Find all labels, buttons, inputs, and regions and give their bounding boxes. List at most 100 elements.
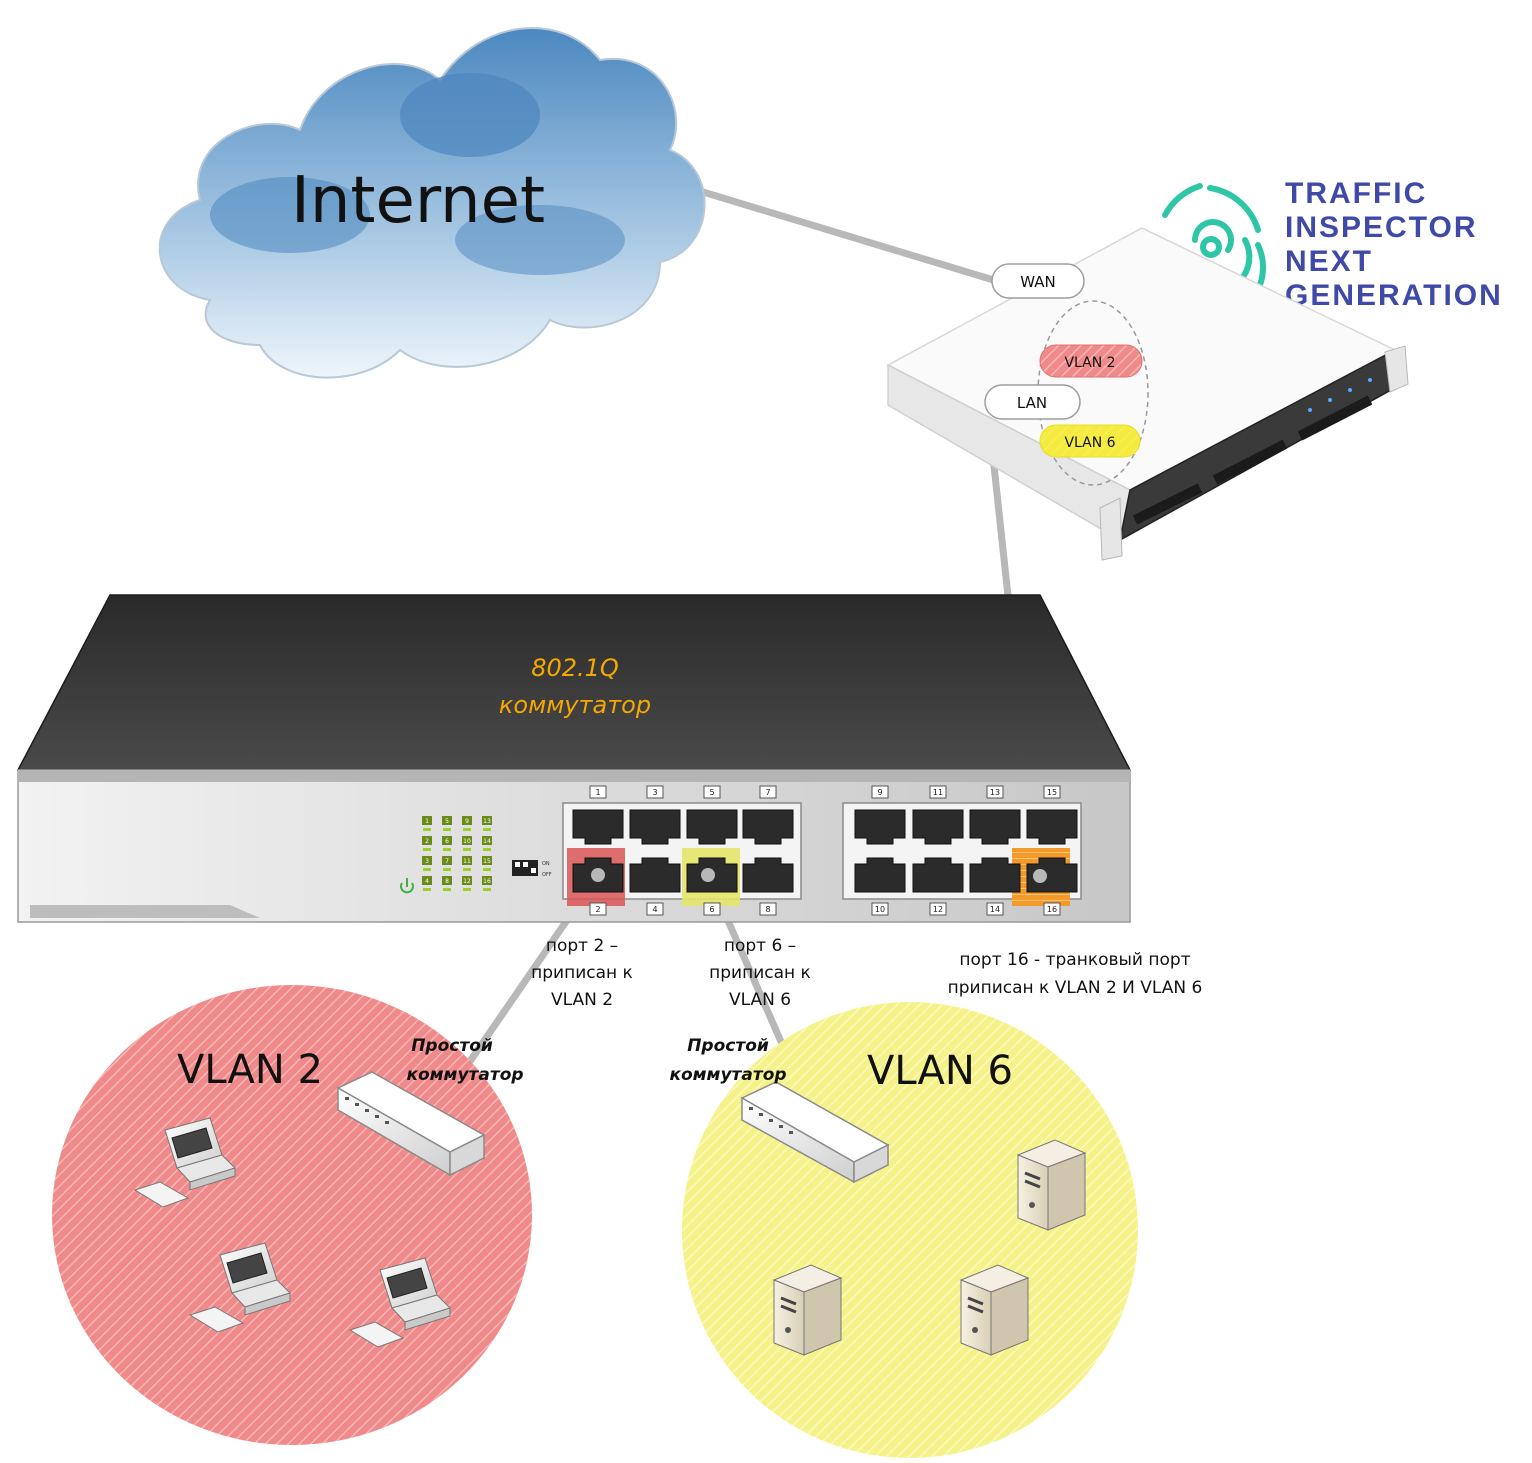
port2-note: порт 2 – приписан к VLAN 2 [531, 936, 633, 1010]
switch-port-number: 2 [595, 905, 600, 914]
switch-port-4: 4 [629, 857, 681, 916]
port-led-2: 2 [422, 836, 432, 851]
switch-port-number: 8 [765, 905, 770, 914]
workstation-icon [188, 1242, 291, 1333]
switch-port-number: 14 [990, 905, 1000, 914]
led-number: 5 [445, 818, 449, 825]
port16-note-line2: приписан к VLAN 2 И VLAN 6 [948, 978, 1203, 998]
appliance-rack-ear [1384, 345, 1409, 393]
port16-plug [1033, 869, 1047, 883]
switch-port-number: 10 [875, 905, 885, 914]
lan-port-badge: LAN [984, 384, 1081, 420]
port-led-12: 12 [462, 876, 472, 891]
switch-port-15: 15 [1026, 785, 1078, 845]
switch-title-line2: коммутатор [499, 691, 651, 719]
port-led-4: 4 [422, 876, 432, 891]
led-number: 1 [425, 818, 429, 825]
led-number: 3 [425, 858, 429, 865]
switch-port-3: 3 [629, 785, 681, 845]
led-number: 10 [463, 838, 471, 845]
wan-port-badge: WAN [991, 263, 1085, 299]
logo-line-4: GENERATION [1285, 279, 1503, 312]
port-led-14: 14 [482, 836, 492, 851]
led-number: 12 [463, 878, 471, 885]
server-icon [959, 1264, 1030, 1356]
vlan2-interface-badge: VLAN 2 [1039, 344, 1143, 378]
led-number: 6 [445, 838, 449, 845]
logo-line-2: INSPECTOR [1285, 211, 1477, 244]
port-led-15: 15 [482, 856, 492, 871]
cable-internet-wan [676, 181, 1004, 286]
switch-port-9: 9 [854, 785, 906, 845]
port-led-13: 13 [482, 816, 492, 831]
led-number: 2 [425, 838, 429, 845]
switch-port-number: 13 [990, 788, 1000, 797]
port-led-16: 16 [482, 876, 492, 891]
switch-port-number: 11 [933, 788, 943, 797]
switch-port-16: 16 [1026, 857, 1078, 916]
workstation-icon [133, 1117, 236, 1208]
switch-port-14: 14 [969, 857, 1021, 916]
switch-port-number: 6 [709, 905, 714, 914]
port6-note-line2: приписан к [709, 963, 811, 983]
vlan6-simple-switch: Простой коммутатор [669, 1036, 890, 1184]
switch-port-number: 3 [652, 788, 657, 797]
port-led-8: 8 [442, 876, 452, 891]
cloud-shape [158, 27, 706, 379]
led-number: 4 [425, 878, 429, 885]
switch-port-number: 1 [595, 788, 600, 797]
ting-appliance: WAN LAN VLAN 2 VLAN 6 [886, 227, 1409, 561]
switch-port-8: 8 [742, 857, 794, 916]
logo-line-1: TRAFFIC [1285, 177, 1427, 210]
switch-port-number: 4 [652, 905, 657, 914]
port6-note-line1: порт 6 – [724, 936, 796, 956]
vlan2-switch-label-line2: коммутатор [406, 1065, 523, 1085]
switch-port-7: 7 [742, 785, 794, 845]
port16-note-line1: порт 16 - транковый порт [959, 950, 1190, 970]
vlan6-switch-label-line1: Простой [687, 1036, 769, 1056]
switch-port-number: 12 [933, 905, 943, 914]
port-led-11: 11 [462, 856, 472, 871]
led-number: 11 [463, 858, 471, 865]
led-number: 13 [483, 818, 491, 825]
switch-port-number: 16 [1047, 905, 1057, 914]
vlan6-interface-badge: VLAN 6 [1039, 424, 1141, 458]
port6-note: порт 6 – приписан к VLAN 6 [709, 936, 811, 1010]
led-number: 7 [445, 858, 449, 865]
vlan6-interface-label: VLAN 6 [1064, 435, 1115, 451]
vlan2-simple-switch: Простой коммутатор [336, 1036, 524, 1177]
led-number: 16 [483, 878, 491, 885]
led-number: 9 [465, 818, 469, 825]
switch-port-12: 12 [912, 857, 964, 916]
vlan2-zone-label: VLAN 2 [177, 1047, 323, 1093]
lan-label: LAN [1017, 394, 1047, 412]
port-led-6: 6 [442, 836, 452, 851]
vlan6-switch-label-line2: коммутатор [669, 1065, 786, 1085]
switch-port-5: 5 [686, 785, 738, 845]
dip-off-label: OFF [542, 872, 552, 878]
dip-on-label: ON [542, 861, 550, 867]
switch-top [16, 594, 1132, 771]
port-led-3: 3 [422, 856, 432, 871]
internet-cloud: Internet [158, 27, 706, 379]
led-number: 15 [483, 858, 491, 865]
switch-port-number: 7 [765, 788, 770, 797]
port2-note-line1: порт 2 – [546, 936, 618, 956]
vlan6-zone-label: VLAN 6 [867, 1048, 1013, 1094]
switch-port-1: 1 [572, 785, 624, 845]
port-led-7: 7 [442, 856, 452, 871]
port2-note-line3: VLAN 2 [551, 990, 613, 1010]
switch-title-line1: 802.1Q [531, 654, 619, 682]
port-led-9: 9 [462, 816, 472, 831]
vlan2-interface-label: VLAN 2 [1064, 355, 1115, 371]
port2-plug [591, 868, 605, 882]
switch-port-number: 5 [709, 788, 714, 797]
server-icon [1016, 1139, 1087, 1231]
port6-plug [701, 868, 715, 882]
internet-label: Internet [291, 164, 545, 238]
port6-note-line3: VLAN 6 [729, 990, 791, 1010]
switch-port-11: 11 [912, 785, 964, 845]
port-led-1: 1 [422, 816, 432, 831]
switch-port-number: 15 [1047, 788, 1057, 797]
